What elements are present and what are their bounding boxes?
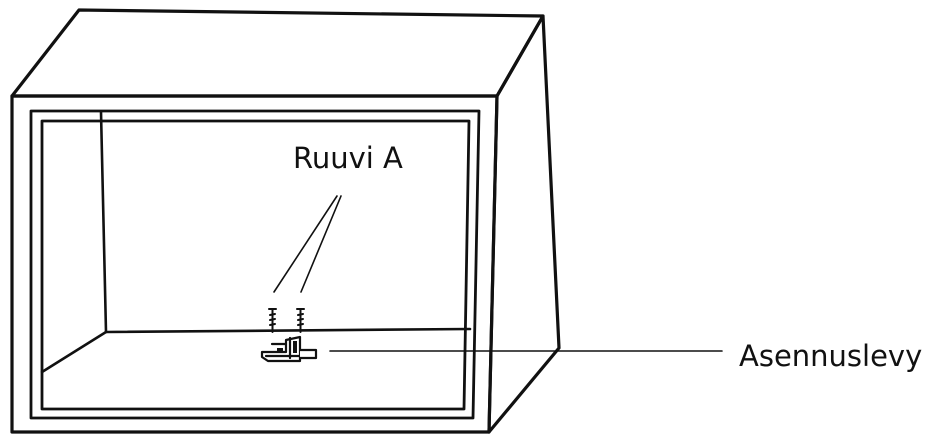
- leader-lines: [273, 195, 723, 352]
- screw-a-label: Ruuvi A: [293, 141, 403, 175]
- cabinet-outline: [10, 8, 561, 434]
- leader-line-screw-left: [273, 195, 338, 293]
- cabinet-inner-frame: [29, 109, 481, 420]
- mounting-plate: [260, 335, 318, 363]
- leader-line-screw-right: [300, 195, 342, 293]
- cabinet-interior: [40, 110, 472, 374]
- screw-right-icon: [296, 308, 305, 333]
- screw-left-icon: [268, 308, 277, 333]
- mounting-plate-label: Asennuslevy: [739, 339, 923, 373]
